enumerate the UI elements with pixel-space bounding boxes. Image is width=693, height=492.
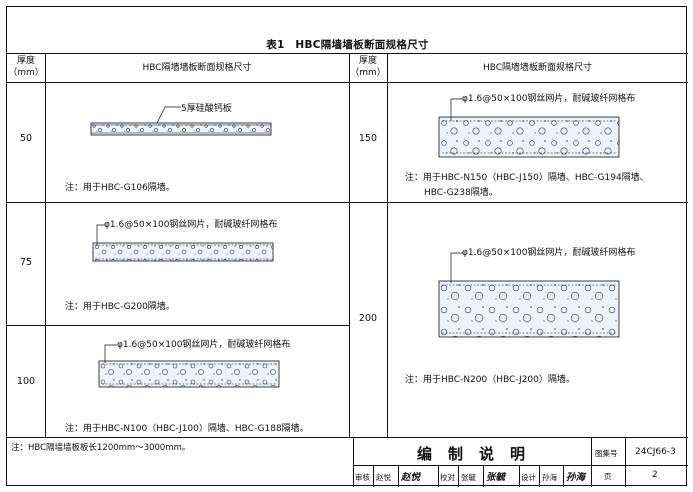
row-rule-1 xyxy=(7,202,349,203)
note-150: 注：用于HBC-N150（HBC-J150）隔墙、HBC-G194隔墙、 xyxy=(405,173,649,183)
page-number: 2 xyxy=(652,470,658,480)
center-rule xyxy=(349,53,350,437)
thickness-150: 150 xyxy=(358,133,378,144)
row-rule-2 xyxy=(7,325,349,326)
sig-rule-2 xyxy=(398,465,399,487)
header-bottom-rule xyxy=(7,82,688,83)
note-50: 注：用于HBC-G106隔墙。 xyxy=(65,183,175,193)
sig-rule-8 xyxy=(563,465,564,487)
header-top-rule xyxy=(7,53,688,54)
panel-section-150 xyxy=(438,116,620,158)
check-label: 校对 xyxy=(440,473,455,482)
thickness-50: 50 xyxy=(19,133,33,144)
leader-label-100: φ1.6@50×100钢丝网片，耐碱玻纤网格布 xyxy=(117,340,291,350)
footer-rule xyxy=(7,437,688,438)
header-section-left: HBC隔墙墙板断面规格尺寸 xyxy=(142,63,252,73)
header-thickness-right: 厚度（mm） xyxy=(350,56,386,78)
tb-atlas-rule xyxy=(591,437,592,487)
sig-rule-5 xyxy=(483,465,484,487)
leader-label-200: φ1.6@50×100钢丝网片，耐碱玻纤网格布 xyxy=(462,248,636,258)
note-150-cont: HBC-G238隔墙。 xyxy=(424,188,498,198)
thickness-100: 100 xyxy=(16,376,36,387)
drawing-sheet: 表1 HBC隔墙墙板断面规格尺寸 厚度（mm） HBC隔墙墙板断面规格尺寸 厚度… xyxy=(6,6,688,487)
tb-mid-rule xyxy=(353,465,688,466)
tb-left-rule xyxy=(353,437,354,487)
note-200: 注：用于HBC-N200（HBC-J200）隔墙。 xyxy=(405,375,575,385)
leader-line-150 xyxy=(450,98,463,121)
panel-section-50 xyxy=(90,122,272,136)
note-75: 注：用于HBC-G200隔墙。 xyxy=(65,302,175,312)
panel-section-200 xyxy=(438,280,620,338)
header-section-right: HBC隔墙墙板断面规格尺寸 xyxy=(482,63,593,73)
thickness-200: 200 xyxy=(358,313,378,324)
sig-rule-7 xyxy=(539,465,540,487)
row-rule-right xyxy=(349,202,688,203)
leader-line-50 xyxy=(156,106,181,124)
leader-line-100 xyxy=(104,344,117,363)
sig-rule-6 xyxy=(519,465,520,487)
thickness-75: 75 xyxy=(19,257,33,268)
design-name: 孙海 xyxy=(542,473,557,482)
tb-value-rule xyxy=(625,437,626,487)
check-name: 张毓 xyxy=(461,473,476,482)
leader-line-75 xyxy=(96,224,105,245)
page-label: 页 xyxy=(604,472,612,481)
atlas-number: 24CJ66-3 xyxy=(635,447,676,457)
header-thickness-left: 厚度（mm） xyxy=(8,56,44,78)
sig-rule-4 xyxy=(458,465,459,487)
note-100: 注：用于HBC-N100（HBC-J100）隔墙、HBC-G188隔墙。 xyxy=(65,424,309,434)
design-signature: 孙海 xyxy=(566,472,586,483)
title-block-name: 编制说明 xyxy=(417,445,542,463)
design-label: 设计 xyxy=(521,473,536,482)
review-name: 赵悦 xyxy=(376,473,391,482)
table-title: 表1 HBC隔墙墙板断面规格尺寸 xyxy=(266,39,429,51)
left-col-rule xyxy=(45,53,46,437)
review-signature: 赵悦 xyxy=(401,472,421,483)
footer-note: 注：HBC隔墙墙板板长1200mm～3000mm。 xyxy=(11,443,191,453)
check-signature: 张毓 xyxy=(486,472,506,483)
sig-rule-1 xyxy=(373,465,374,487)
right-col-rule xyxy=(387,53,388,437)
leader-label-50: 5厚硅酸钙板 xyxy=(181,104,232,114)
panel-section-100 xyxy=(98,360,280,388)
atlas-label: 图集号 xyxy=(595,449,618,458)
leader-line-200 xyxy=(450,252,463,283)
sig-rule-3 xyxy=(438,465,439,487)
leader-label-150: φ1.6@50×100钢丝网片，耐碱玻纤网格布 xyxy=(462,94,636,104)
leader-label-75: φ1.6@50×100钢丝网片，耐碱玻纤网格布 xyxy=(104,220,278,230)
review-label: 审核 xyxy=(355,473,370,482)
panel-section-75 xyxy=(92,242,274,262)
